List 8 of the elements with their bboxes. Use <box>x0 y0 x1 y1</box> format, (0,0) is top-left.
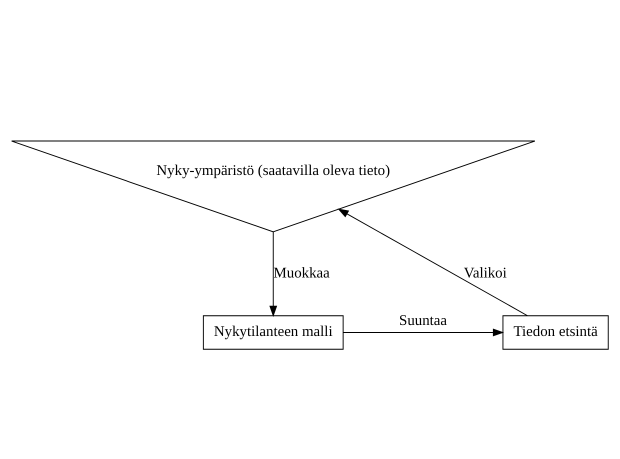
arrow <box>269 231 278 316</box>
node-box: Tiedon etsintä <box>502 314 609 350</box>
arrow <box>338 208 528 316</box>
edge-label: Suuntaa <box>399 312 448 328</box>
edge-label: Muokkaa <box>274 264 330 281</box>
arrow <box>342 328 504 336</box>
node-box: Nykytilanteen malli <box>202 314 344 350</box>
edge-label: Valikoi <box>464 264 507 281</box>
